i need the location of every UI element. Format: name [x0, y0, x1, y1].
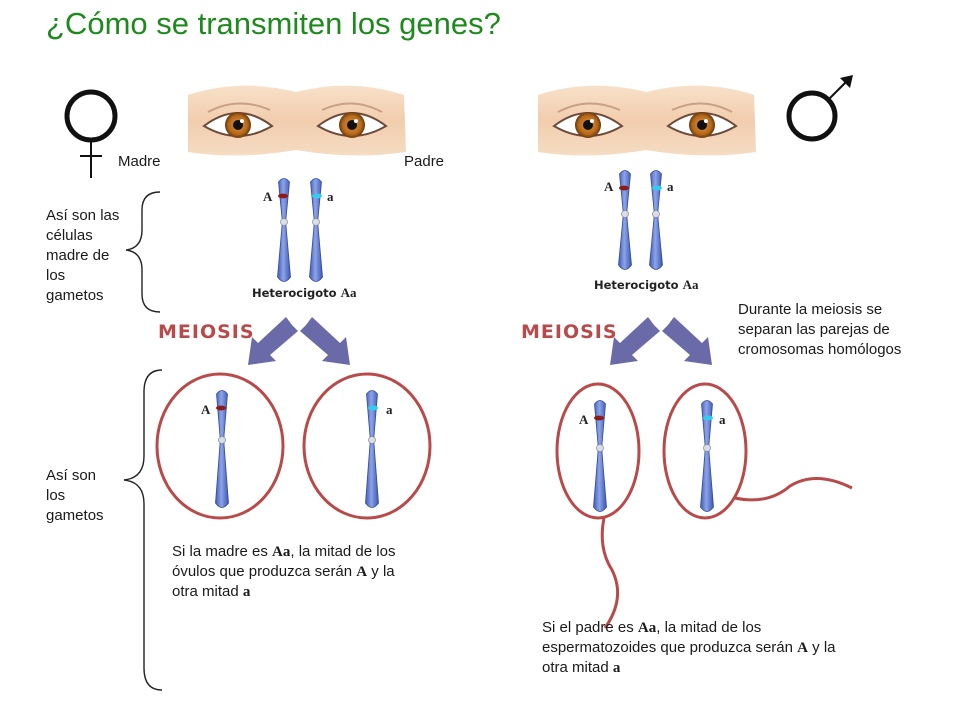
meiosis-note: Durante la meiosis se separan las pareja…	[738, 301, 902, 358]
allele-recessive-marker	[652, 185, 662, 191]
stem-cells-label: Así son las células madre de los gametos	[46, 207, 120, 304]
brace-icon	[123, 369, 163, 691]
allele-recessive-label: a	[386, 402, 393, 417]
caption-text: , la mitad de los espermatozoides que pr…	[542, 619, 798, 656]
allele-recessive-label: a	[667, 179, 674, 194]
chromosomes-layer	[215, 170, 714, 512]
heterozygote-label: Heterocigoto Aa	[252, 285, 357, 301]
chromosome-icon	[618, 170, 632, 270]
caption-text: y la otra mitad	[542, 639, 836, 676]
caption-allele: A	[356, 564, 368, 580]
eyes-icon	[538, 85, 756, 156]
allele-dominant-label: A	[263, 189, 273, 204]
male-symbol-icon	[786, 75, 853, 142]
allele-recessive-marker	[312, 193, 322, 199]
sperm-cell	[662, 382, 748, 520]
allele-dominant-marker	[216, 405, 226, 411]
chromosome-icon	[215, 390, 229, 508]
caption-genotype: Aa	[637, 620, 657, 636]
chromosome-icon	[700, 400, 714, 512]
sperm-tail	[734, 476, 853, 502]
caption-text: , la mitad de los óvulos que produzca se…	[172, 543, 396, 580]
caption-text: y la otra mitad	[172, 563, 395, 600]
chromosome-icon	[593, 400, 607, 512]
allele-dominant-marker	[278, 193, 288, 199]
chromosome-icon	[365, 390, 379, 508]
meiosis-label: MEIOSIS	[521, 321, 618, 343]
allele-dominant-label: A	[579, 412, 589, 427]
allele-recessive-marker	[703, 415, 713, 421]
chromosome-icon	[649, 170, 663, 270]
caption-allele: A	[797, 640, 808, 656]
gametes-label: Así son los gametos	[46, 467, 104, 524]
heterozygote-genotype: Aa	[340, 285, 357, 300]
cell-circle	[302, 372, 432, 520]
sperm-tail	[600, 517, 620, 629]
meiosis-label: MEIOSIS	[158, 321, 255, 343]
mother-label: Madre	[118, 153, 161, 170]
sperm-cell	[555, 382, 641, 520]
brace-icon	[125, 191, 161, 313]
heterozygote-genotype: Aa	[682, 277, 699, 292]
caption-allele: a	[242, 584, 251, 600]
mother-caption: Si la madre es Aa, la mitad de los óvulo…	[172, 542, 424, 602]
chromosome-icon	[277, 178, 291, 282]
caption-text: Si el padre es	[542, 619, 638, 636]
allele-recessive-marker	[368, 405, 378, 411]
heterozygote-label: Heterocigoto Aa	[594, 277, 699, 293]
eyes-icon	[188, 85, 406, 156]
allele-dominant-label: A	[201, 402, 211, 417]
chromosome-icon	[309, 178, 323, 282]
caption-genotype: Aa	[272, 544, 291, 560]
female-symbol-icon	[64, 89, 118, 178]
caption-allele: a	[612, 660, 621, 676]
father-caption: Si el padre es Aa, la mitad de los esper…	[542, 618, 842, 678]
heterozygote-word: Heterocigoto	[594, 278, 679, 292]
allele-dominant-label: A	[604, 179, 614, 194]
allele-recessive-label: a	[719, 412, 726, 427]
heterozygote-word: Heterocigoto	[252, 286, 337, 300]
allele-dominant-marker	[594, 415, 604, 421]
arrow-icon	[248, 317, 712, 365]
allele-dominant-marker	[619, 185, 629, 191]
caption-text: Si la madre es	[172, 543, 273, 560]
page-title: ¿Cómo se transmiten los genes?	[46, 6, 501, 41]
cell-circle	[155, 372, 285, 520]
allele-recessive-label: a	[327, 189, 334, 204]
father-label: Padre	[404, 153, 445, 170]
